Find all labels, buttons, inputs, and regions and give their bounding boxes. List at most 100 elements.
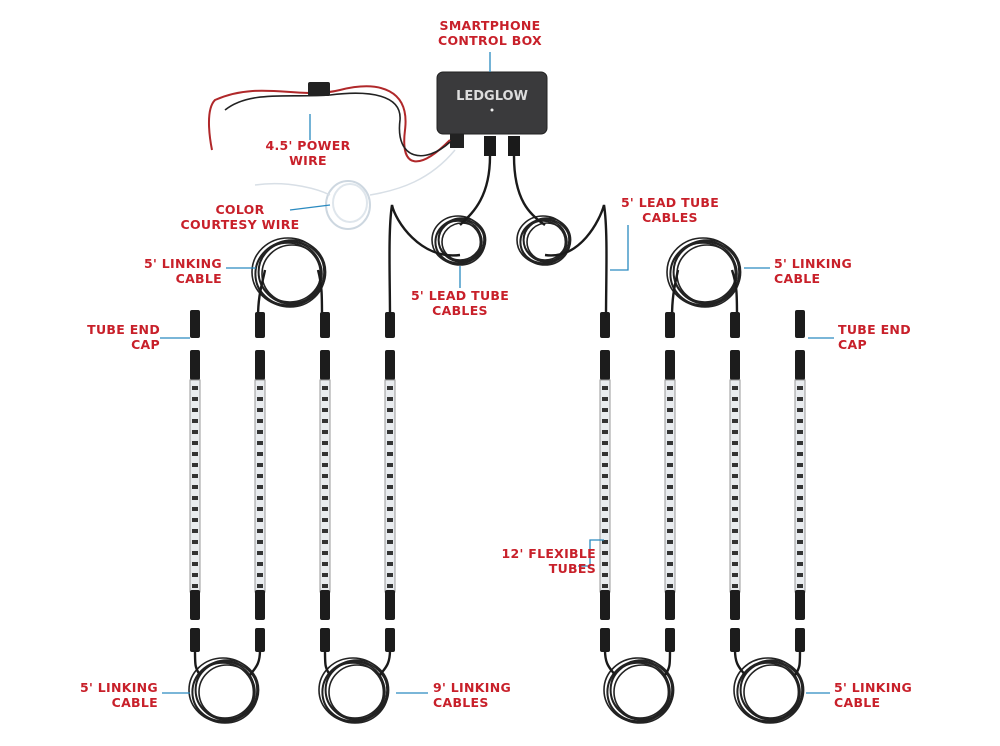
led-chip [257,386,263,390]
led-chip [667,573,673,577]
connector-icon [600,312,610,338]
led-chip [257,430,263,434]
led-chip [797,419,803,423]
lead-cable-left [388,155,492,319]
label-line: COLOR [215,202,264,217]
led-chip [602,419,608,423]
tube-connector-icon [600,350,610,380]
led-chip [192,452,198,456]
led-chip [257,441,263,445]
led-chip [192,463,198,467]
led-chip [322,397,328,401]
led-chip [192,397,198,401]
led-chip [797,452,803,456]
led-chip [732,386,738,390]
led-chip [602,540,608,544]
led-chip [602,430,608,434]
control-box: LEDGLOW [436,71,548,156]
tube-connector-icon [730,350,740,380]
led-chip [192,386,198,390]
led-chip [192,584,198,588]
tube-connector-icon [730,590,740,620]
tube-connector-icon [665,350,675,380]
led-chip [322,584,328,588]
led-chip [732,485,738,489]
label-line: 12' FLEXIBLE [501,546,596,561]
led-chip [667,441,673,445]
led-chip [667,408,673,412]
led-chip [387,441,393,445]
led-chip [192,419,198,423]
led-chip [322,441,328,445]
linking-cable-coil [251,237,327,308]
led-chip [667,584,673,588]
led-chip [387,573,393,577]
led-chip [257,496,263,500]
leader-line [578,539,604,567]
led-chip [602,507,608,511]
label-line: TUBES [549,561,596,576]
led-chip [797,463,803,467]
tube-connector-icon [665,590,675,620]
connector-icon [255,312,265,338]
led-chip [667,463,673,467]
led-chip [322,463,328,467]
label-line: 4.5' POWER [265,138,350,153]
led-chip [732,518,738,522]
connector-icon [385,312,395,338]
cable-connector-icon [255,628,265,652]
led-chip [797,441,803,445]
led-chip [732,419,738,423]
bottom-linking-cable-coil [318,657,390,724]
lead-cable-coil-right [516,215,572,266]
led-chip [732,452,738,456]
led-chip [322,507,328,511]
leader-line [289,204,331,211]
led-chip [602,408,608,412]
led-chip [322,496,328,500]
led-chip [797,474,803,478]
label-line: TUBE END [838,322,911,337]
flexible-tube [384,379,396,593]
tube-connector-icon [255,350,265,380]
led-chip [667,386,673,390]
led-chip [387,397,393,401]
led-chip [322,474,328,478]
label-line: CABLE [774,271,820,286]
cable-connector-icon [190,628,200,652]
led-chip [732,507,738,511]
led-chip [192,430,198,434]
led-chip [732,584,738,588]
led-chip [732,430,738,434]
connector-icon [730,312,740,338]
led-chip [322,551,328,555]
led-chip [387,419,393,423]
led-chip [732,496,738,500]
led-chip [387,584,393,588]
flexible-tube [599,379,611,593]
led-chip [322,430,328,434]
flexible-tube [319,379,331,593]
led-chip [602,463,608,467]
led-chip [797,562,803,566]
flexible-tube [254,379,266,593]
label-line: CABLES [433,695,489,710]
led-chip [732,551,738,555]
label-line: CABLE [176,271,222,286]
bottom-linking-cable-leads [603,649,672,676]
label-line: CAP [838,337,867,352]
led-chip [602,441,608,445]
tube-connector-icon [795,350,805,380]
led-chip [602,529,608,533]
led-chip [732,397,738,401]
led-chip [322,452,328,456]
label-line: 5' LEAD TUBE [411,288,509,303]
bottom-linking-cable-leads [193,649,262,676]
led-chip [387,474,393,478]
